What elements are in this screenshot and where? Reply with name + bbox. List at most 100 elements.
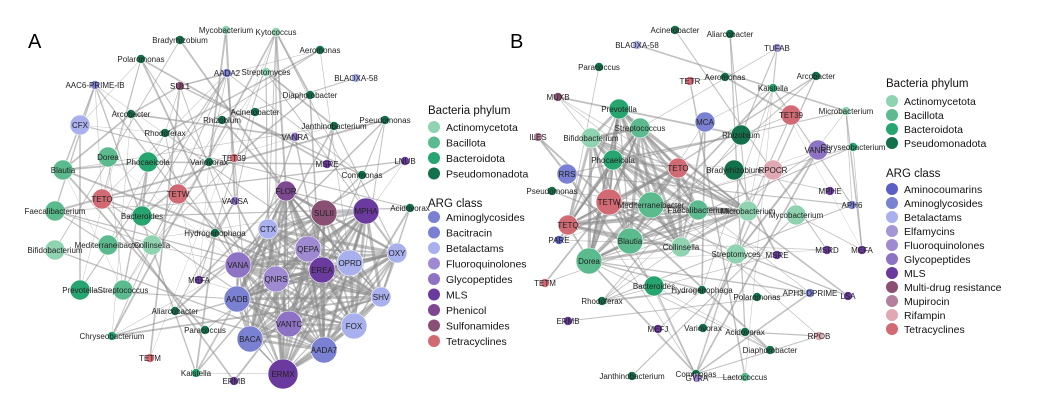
network-node <box>223 285 251 313</box>
legend-label: Phenicol <box>446 305 486 317</box>
network-edge <box>122 119 223 291</box>
network-node <box>685 76 695 86</box>
node-label: Aeromonas <box>300 46 341 55</box>
panel-a-legend: Bacteria phylum ARG class Actinomycetota… <box>428 105 528 348</box>
network-node <box>236 325 264 353</box>
network-edge <box>195 232 216 374</box>
legend-label: Rifampin <box>904 310 946 322</box>
network-edge <box>177 193 200 281</box>
network-node <box>405 203 415 213</box>
network-edge <box>147 49 321 163</box>
node-label: Acidovorax <box>725 328 765 337</box>
network-edge <box>601 149 819 302</box>
node-label: Chryseobacterium <box>821 143 886 152</box>
network-node <box>224 251 252 279</box>
node-label: Aliarcobacter <box>707 30 754 39</box>
network-node <box>785 204 807 226</box>
node-label: FLOR <box>275 187 297 196</box>
network-edge <box>566 173 853 206</box>
legend-swatch <box>428 152 440 164</box>
network-node <box>141 234 163 256</box>
network-node <box>175 35 185 45</box>
node-label: Janthinobacterium <box>599 372 665 381</box>
network-node <box>69 114 91 136</box>
legend-label: Betalactams <box>446 243 504 255</box>
legend-label: Elfamycins <box>904 226 955 238</box>
node-label: TETM <box>139 354 161 363</box>
network-node <box>275 310 303 338</box>
network-edge <box>249 324 355 341</box>
network-edge <box>638 127 683 248</box>
network-node <box>667 157 689 179</box>
legend-label: Fluoroquinolones <box>446 259 527 271</box>
legend-swatch <box>428 167 440 180</box>
node-label: Variovorax <box>684 324 722 333</box>
legend-label: Aminoglycosides <box>904 198 983 210</box>
network-edge <box>747 87 774 212</box>
network-node <box>632 40 642 50</box>
network-node <box>275 180 297 202</box>
node-label: Mediterraneibacter <box>75 241 142 250</box>
network-node <box>811 71 821 81</box>
network-node <box>629 117 651 139</box>
legend-swatch <box>428 121 440 133</box>
legend-swatch <box>886 109 898 121</box>
network-node <box>807 139 829 161</box>
node-label: Mycobacterium <box>769 211 824 220</box>
network-edge <box>54 210 382 298</box>
network-node <box>602 149 624 171</box>
legend-label: Pseudomonadota <box>446 169 528 181</box>
network-node <box>692 373 702 383</box>
network-node <box>580 127 602 149</box>
network-edge <box>601 254 778 302</box>
panel-b-bacteria-legend-title: Bacteria phylum <box>886 78 968 90</box>
network-node <box>329 121 339 131</box>
panel-a-letter: A <box>28 31 42 53</box>
network-edge <box>677 167 849 297</box>
network-node <box>210 228 220 238</box>
legend-swatch <box>428 319 440 332</box>
network-node <box>69 279 91 301</box>
network-node <box>653 324 663 334</box>
network-node <box>740 372 750 382</box>
network-node <box>217 115 227 125</box>
network-edge <box>587 166 680 263</box>
network-edge <box>657 289 703 330</box>
network-edge <box>323 262 351 351</box>
node-label: Bifidobacterium <box>27 246 82 255</box>
network-edge <box>107 132 166 246</box>
network-node <box>257 218 279 240</box>
node-label: Diaphorobacter <box>743 346 798 355</box>
network-node <box>262 265 290 293</box>
network-node <box>380 115 390 125</box>
network-node <box>697 285 707 295</box>
network-node <box>768 83 778 93</box>
network-edge <box>62 169 124 291</box>
network-edge <box>567 292 811 322</box>
network-edge <box>544 210 749 284</box>
network-edge <box>628 127 642 242</box>
network-node <box>322 159 332 169</box>
network-edge <box>601 209 699 302</box>
network-node <box>557 214 579 236</box>
network-edge <box>852 146 863 251</box>
network-edge <box>130 85 181 115</box>
network-edge <box>107 156 239 266</box>
node-label: Dorea <box>97 153 119 162</box>
network-edge <box>208 29 227 163</box>
node-label: VANA <box>227 261 249 270</box>
legend-swatch <box>886 253 898 265</box>
node-label: Kaistella <box>181 369 212 378</box>
network-node <box>725 29 735 39</box>
network-edge <box>179 39 287 192</box>
network-edge <box>845 110 863 251</box>
network-edge <box>265 71 335 127</box>
legend-swatch <box>886 123 898 135</box>
network-node <box>841 106 851 116</box>
network-edge <box>653 285 771 351</box>
network-node <box>221 25 231 35</box>
network-edge <box>195 278 277 374</box>
network-node <box>91 188 113 210</box>
network-edge <box>249 269 323 340</box>
node-label: APH3-DPRIME <box>783 289 838 298</box>
